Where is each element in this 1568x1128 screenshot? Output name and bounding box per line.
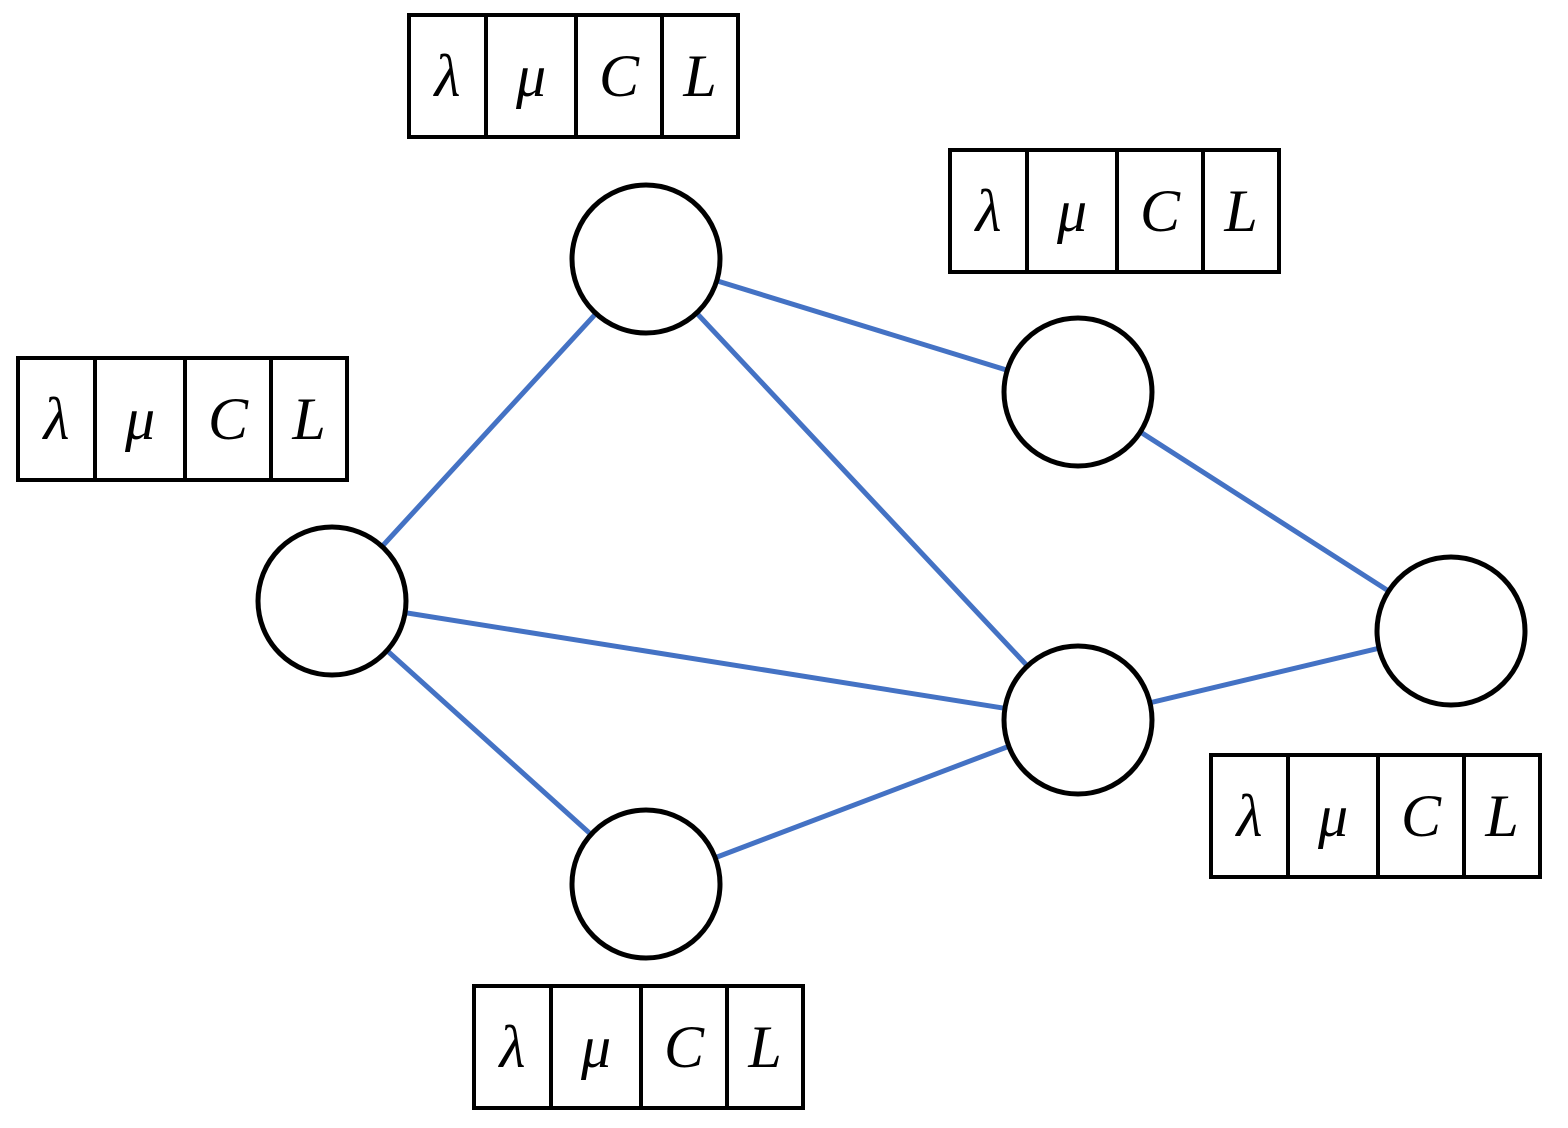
nodes bbox=[255, 182, 1528, 961]
c-cell: C bbox=[574, 13, 664, 139]
c-cell: C bbox=[1376, 753, 1466, 879]
node-top bbox=[569, 182, 723, 336]
edge-n-top-n-left bbox=[330, 257, 648, 603]
lambda-cell: λ bbox=[16, 356, 97, 482]
param-table-top: λ μ C L bbox=[407, 13, 740, 139]
param-table-left: λ μ C L bbox=[16, 356, 349, 482]
lambda-cell: λ bbox=[407, 13, 488, 139]
lambda-cell: λ bbox=[472, 984, 553, 1110]
mu-cell: μ bbox=[1025, 148, 1119, 274]
c-cell: C bbox=[639, 984, 729, 1110]
l-cell: L bbox=[1462, 753, 1542, 879]
lambda-cell: λ bbox=[948, 148, 1029, 274]
mu-cell: μ bbox=[1286, 753, 1380, 879]
param-table-bottom: λ μ C L bbox=[472, 984, 805, 1110]
node-center-right bbox=[1001, 643, 1155, 797]
mu-cell: μ bbox=[484, 13, 578, 139]
edge-n-top-n-center-right bbox=[644, 257, 1080, 722]
c-cell: C bbox=[183, 356, 273, 482]
lambda-cell: λ bbox=[1209, 753, 1290, 879]
l-cell: L bbox=[725, 984, 805, 1110]
node-left bbox=[255, 524, 409, 678]
l-cell: L bbox=[269, 356, 349, 482]
l-cell: L bbox=[660, 13, 740, 139]
node-far-right bbox=[1374, 554, 1528, 708]
mu-cell: μ bbox=[93, 356, 187, 482]
edge-n-bottom-n-center-right bbox=[645, 717, 1079, 887]
l-cell: L bbox=[1201, 148, 1281, 274]
node-top-right bbox=[1001, 315, 1155, 469]
c-cell: C bbox=[1115, 148, 1205, 274]
param-table-right: λ μ C L bbox=[1209, 753, 1542, 879]
node-bottom bbox=[569, 807, 723, 961]
param-table-top-right: λ μ C L bbox=[948, 148, 1281, 274]
edge-n-left-n-center-right bbox=[331, 598, 1079, 723]
mu-cell: μ bbox=[549, 984, 643, 1110]
